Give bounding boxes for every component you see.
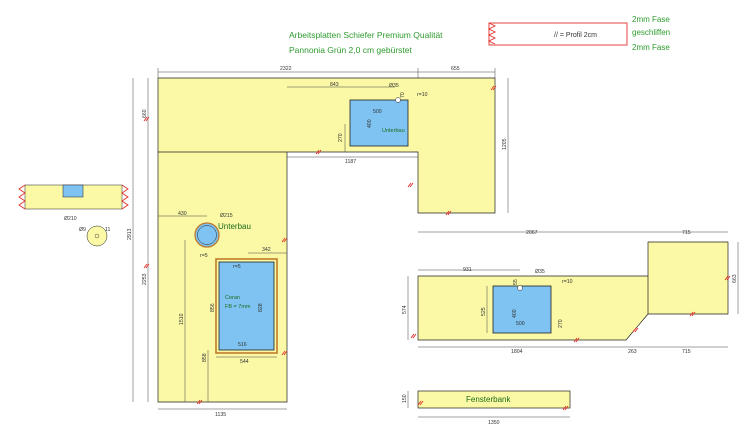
dim-2913: 2913 [127,228,133,240]
dim-215: Ø215 [220,213,233,219]
dim-715-b: 715 [682,349,691,355]
legend-profile-text: // = Profil 2cm [554,32,597,39]
dim-9: Ø9 [79,227,86,233]
legend-geschliffen: geschliffen [632,28,670,37]
dim-2067: 2067 [526,230,538,236]
dim-270-b: 270 [558,319,564,328]
dim-544: 544 [240,359,249,365]
round-detail [86,225,108,247]
dim-150: 150 [402,394,408,403]
dim-210: Ø210 [64,216,77,222]
sink-unterbau-top [349,99,409,147]
label-ceran: Ceran [225,295,240,301]
sink-right [492,285,552,334]
dim-1187: 1187 [345,159,356,165]
dim-843: 843 [330,82,339,88]
dim-r5-b: r=5 [200,253,208,259]
dim-516: 516 [238,342,247,348]
right-worktop [417,241,729,341]
dim-400-a: 400 [367,119,373,128]
title-line-1: Arbeitsplatten Schiefer Premium Qualität [289,30,443,40]
dim-1205: 1205 [502,138,508,150]
dim-1135: 1135 [215,412,226,418]
zigzag-left-mark [487,22,497,45]
label-unterbau-hob: Unterbau [218,222,251,231]
dim-35-a: Ø35 [389,83,399,89]
dim-663: 663 [732,274,738,283]
dim-2253: 2253 [142,273,148,285]
profile-marks-right [410,275,731,343]
tap-hole-top [395,97,401,103]
label-fensterbank: Fensterbank [466,395,511,404]
dim-r5-a: r=5 [233,264,241,270]
dim-r10-a: r=10 [417,92,428,98]
profile-legend: // = Profil 2cm 2mm Fase geschliffen 2mm… [487,15,670,52]
round-sink [194,222,220,248]
dim-270-a: 270 [338,133,344,142]
dim-574: 574 [402,305,408,314]
legend-fase-top: 2mm Fase [632,15,670,24]
dim-931: 931 [463,267,472,273]
edge-detail [18,184,129,210]
dim-342: 342 [262,247,271,253]
label-unterbau-top: Unterbau [382,128,405,134]
dim-715-a: 715 [682,230,691,236]
dim-660: 660 [142,109,148,118]
label-fb: FB = 7mm [225,304,251,310]
dim-70: 70 [400,92,406,98]
dim-400-b: 400 [512,309,518,318]
dim-55: 55 [513,279,519,285]
dim-2322: 2322 [280,66,292,72]
dim-828: 828 [258,303,264,312]
ceran-frame [215,258,278,354]
fensterbank-slab [417,390,571,409]
legend-fase-bottom: 2mm Fase [632,43,670,52]
dim-500-a: 500 [373,109,382,115]
ceran-hob [218,261,275,351]
dim-1510: 1510 [179,313,185,325]
dim-263: 263 [628,349,637,355]
dim-500-b: 500 [516,321,525,327]
dim-1804: 1804 [511,349,523,355]
dim-856: 856 [210,303,216,312]
dim-11: 11 [105,227,110,233]
title-line-2: Pannonia Grün 2,0 cm gebürstet [289,45,412,55]
dim-655: 655 [451,66,460,72]
profile-marks-main [143,85,497,405]
dim-430: 430 [178,211,187,217]
dim-35-b: Ø35 [535,269,545,275]
dim-858: 858 [202,353,208,362]
dim-1350: 1350 [488,420,500,426]
dim-r10-b: r=10 [562,279,573,285]
dim-525: 525 [481,307,487,316]
